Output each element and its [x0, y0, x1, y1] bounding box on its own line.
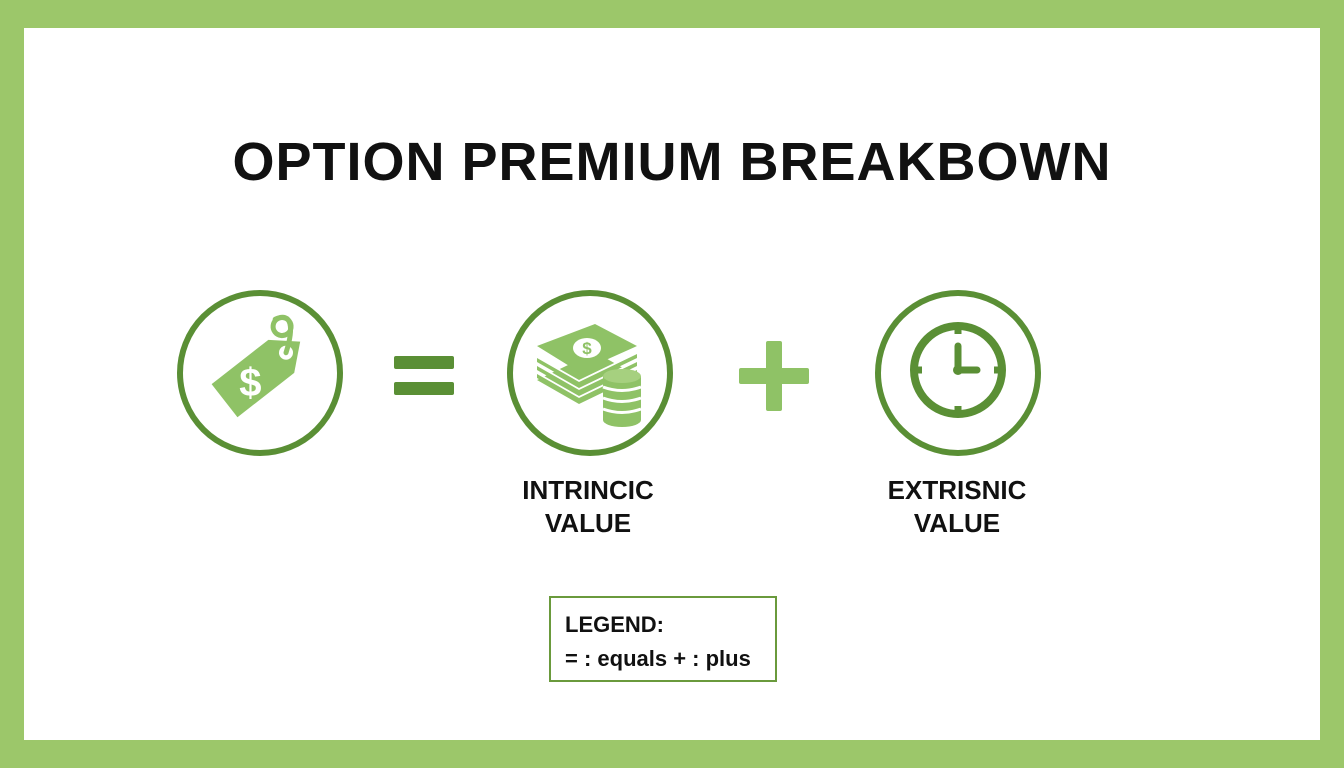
intrinsic-value-label: INTRINCIC VALUE: [488, 474, 688, 540]
svg-text:$: $: [239, 361, 261, 405]
legend-box: LEGEND: = : equals + : plus: [549, 596, 777, 682]
clock-icon: [873, 288, 1043, 458]
extrinsic-value-label-line-1: EXTRISNIC: [887, 475, 1027, 505]
price-tag-dollar-icon: $: [175, 288, 345, 458]
intrinsic-value-label-line-2: VALUE: [544, 508, 632, 538]
extrinsic-value-label: EXTRISNIC VALUE: [857, 474, 1057, 540]
legend-text: = : equals + : plus: [565, 646, 751, 671]
intrinsic-value-label-line-1: INTRINCIC: [522, 475, 654, 505]
svg-text:$: $: [582, 339, 592, 358]
legend-title: LEGEND:: [565, 612, 664, 637]
plus-icon: [739, 341, 809, 411]
equals-icon: [394, 354, 454, 398]
extrinsic-value-label-line-2: VALUE: [913, 508, 1001, 538]
money-stack-coins-icon: $: [505, 288, 675, 458]
diagram-title: OPTION PREMIUM BREAKBOWN: [232, 132, 1112, 192]
